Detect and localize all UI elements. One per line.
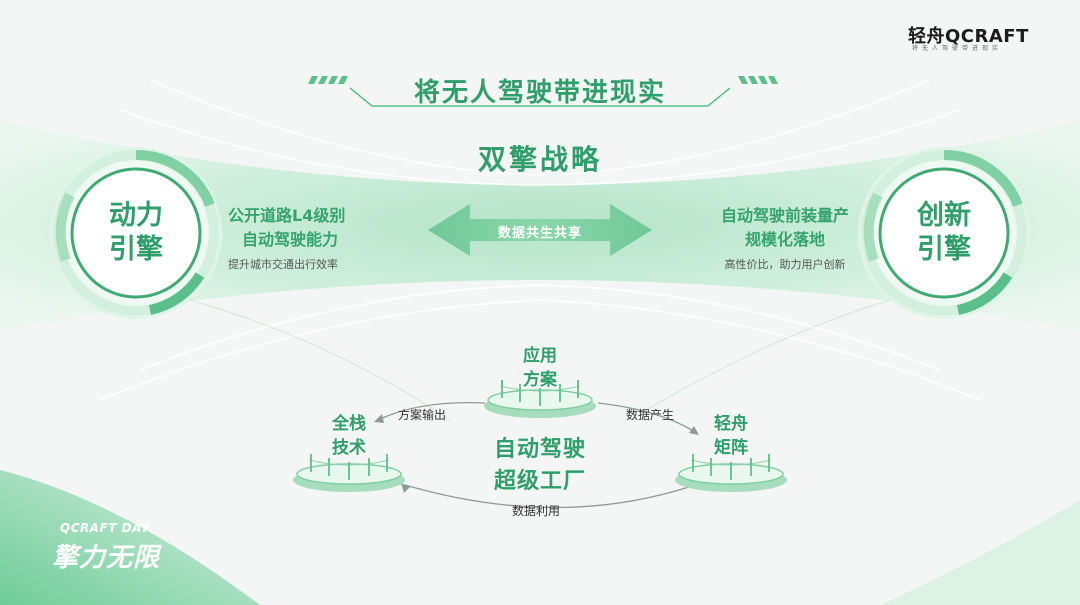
- left-engine-ring: [50, 147, 222, 319]
- left-ability-sub: 提升城市交通出行效率: [228, 258, 338, 271]
- right-ability-line1: 自动驾驶前装量产: [720, 206, 849, 225]
- corner-glow-bottom-right: [880, 500, 1080, 605]
- right-engine-line1: 创新: [917, 200, 971, 231]
- double-arrow: [428, 204, 652, 256]
- right-ability-line2: 规模化落地: [744, 230, 825, 249]
- podium-top: [484, 380, 596, 418]
- center-line1: 自动驾驶: [493, 437, 586, 462]
- data-sharing-label: 数据共生共享: [497, 226, 582, 241]
- cycle-arrows: [377, 401, 696, 509]
- center-line2: 超级工厂: [493, 469, 586, 494]
- left-node-line2: 技术: [332, 438, 366, 458]
- right-engine-label: 创新 引擎: [899, 199, 989, 267]
- center-factory-label: 自动驾驶 超级工厂: [470, 434, 610, 498]
- main-title: 将无人驾驶带进现实: [413, 78, 666, 108]
- right-node-line2: 矩阵: [714, 438, 748, 458]
- left-ability-line2: 自动驾驶能力: [242, 230, 339, 249]
- right-engine-ring: [858, 147, 1030, 319]
- left-engine-desc: 公开道路L4级别 自动驾驶能力 提升城市交通出行效率: [228, 204, 408, 272]
- event-badge-top: QCRAFT DAY: [60, 521, 150, 535]
- flow-label-left-top: 方案输出: [398, 408, 447, 422]
- strategy-title: 双擎战略: [477, 143, 602, 176]
- flow-label-right-top: 数据产生: [626, 408, 675, 422]
- left-node-label: 全栈 技术: [309, 412, 389, 460]
- top-node-line1: 应用: [523, 346, 557, 366]
- left-ability-line1: 公开道路L4级别: [228, 206, 346, 225]
- podium-right: [675, 454, 787, 492]
- event-badge-main: 擎力无限: [52, 543, 161, 573]
- top-node-label: 应用 方案: [500, 344, 580, 392]
- arrow-head: [374, 414, 384, 423]
- title-frame: [308, 76, 778, 107]
- right-ability-sub: 高性价比，助力用户创新: [724, 258, 846, 271]
- arrow-head: [401, 483, 410, 493]
- podium-left: [293, 454, 405, 492]
- brand-logo: 轻舟QCRAFT: [908, 26, 1029, 47]
- right-node-label: 轻舟 矩阵: [691, 412, 771, 460]
- brand-tagline: 将无人驾驶带进现实: [912, 45, 1003, 52]
- flow-label-bottom: 数据利用: [512, 504, 561, 518]
- arrow-head: [689, 426, 699, 435]
- left-node-line1: 全栈: [332, 414, 366, 434]
- left-engine-line2: 引擎: [109, 234, 163, 265]
- left-engine-line1: 动力: [109, 200, 163, 231]
- corner-glow-bottom-left: [0, 470, 260, 605]
- top-node-line2: 方案: [523, 370, 557, 390]
- right-engine-line2: 引擎: [917, 234, 971, 265]
- left-engine-label: 动力 引擎: [91, 199, 181, 267]
- right-node-line1: 轻舟: [714, 414, 748, 434]
- right-engine-desc: 自动驾驶前装量产 规模化落地 高性价比，助力用户创新: [695, 204, 875, 272]
